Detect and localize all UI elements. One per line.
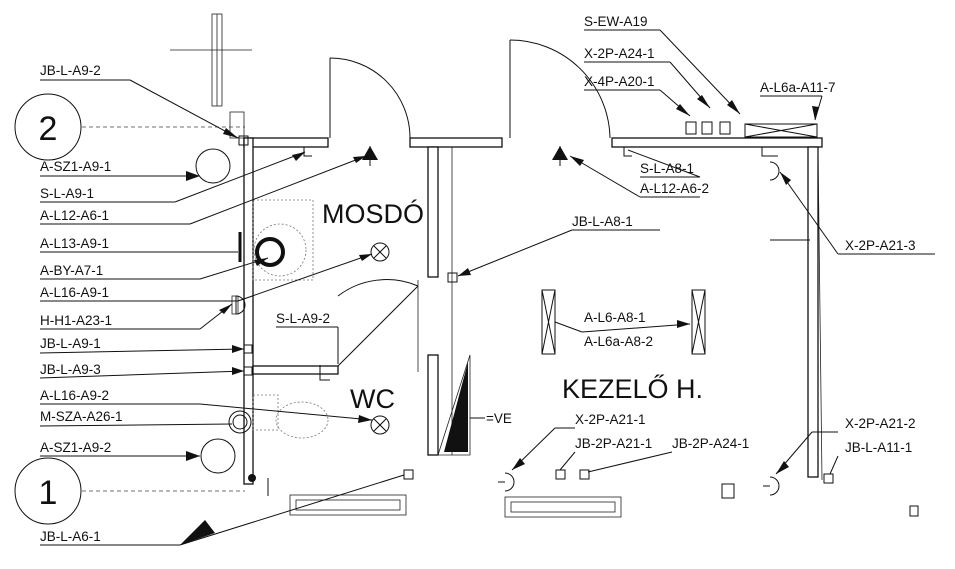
tag-jb-l-a9-3: JB-L-A9-3 — [40, 362, 101, 377]
tag-a-l6a-a11-7: A-L6a-A11-7 — [760, 80, 836, 95]
wall-light-mosdo — [362, 146, 378, 166]
walls — [243, 137, 823, 485]
ceiling-light-mosdo — [370, 242, 390, 262]
tag-jb-2p-a24-1: JB-2P-A24-1 — [672, 436, 749, 451]
tag-jb-l-a9-2: JB-L-A9-2 — [40, 63, 101, 78]
tag-s-l-a9-2: S-L-A9-2 — [276, 311, 330, 326]
luminaire-a6-2 — [691, 289, 706, 355]
emergency-marker — [248, 474, 269, 496]
tag-ve: =VE — [486, 411, 512, 426]
leader-arrows — [180, 95, 819, 545]
washbasin — [238, 199, 314, 281]
tag-jb-l-a8-1: JB-L-A8-1 — [572, 214, 633, 229]
axis-marker-1: 1 — [14, 457, 245, 525]
tag-a-l6-a8-1: A-L6-A8-1 — [584, 310, 646, 325]
tag-a-l12-a6-2: A-L12-A6-2 — [640, 181, 709, 196]
leader-lines — [39, 29, 935, 546]
tag-a-l16-a9-1: A-L16-A9-1 — [40, 285, 109, 300]
tag-a-l6a-a8-2: A-L6a-A8-2 — [584, 334, 653, 349]
axis-2-label: 2 — [39, 110, 58, 148]
junction-boxes — [238, 135, 919, 517]
room-name-mosdo: MOSDÓ — [322, 198, 424, 229]
door-entry — [437, 354, 471, 456]
tag-jb-l-a6-1: JB-L-A6-1 — [40, 529, 101, 544]
tag-x-2p-a21-3: X-2P-A21-3 — [845, 238, 916, 253]
tag-a-l16-a9-2: A-L16-A9-2 — [40, 388, 109, 403]
tag-jb-l-a11-1: JB-L-A11-1 — [845, 440, 912, 455]
ventilator-sza — [228, 410, 252, 434]
tag-s-ew-a19: S-EW-A19 — [584, 14, 648, 29]
outlet-sz1-1 — [195, 148, 231, 184]
tag-s-l-a9-1: S-L-A9-1 — [40, 186, 94, 201]
room-name-wc: WC — [350, 384, 395, 414]
tag-a-l13-a9-1: A-L13-A9-1 — [40, 236, 109, 251]
tag-jb-l-a9-1: JB-L-A9-1 — [40, 336, 101, 351]
tag-x-2p-a21-2: X-2P-A21-2 — [845, 416, 916, 431]
wall-light-kezelo — [552, 146, 568, 166]
door-wc — [337, 279, 419, 372]
axis-1-label: 1 — [39, 474, 58, 512]
radiator-mosdo — [289, 494, 407, 516]
tag-a-by-a7-1: A-BY-A7-1 — [40, 263, 103, 278]
tag-s-l-a8-1: S-L-A8-1 — [640, 161, 694, 176]
outlet-sz1-2 — [200, 438, 236, 474]
tag-x-2p-a24-1: X-2P-A24-1 — [584, 46, 655, 61]
toilet — [252, 394, 329, 439]
shaft-marker — [170, 13, 252, 139]
tag-a-sz1-a9-1: A-SZ1-A9-1 — [40, 159, 111, 174]
luminaire-a6-1 — [541, 289, 556, 355]
tag-labels: JB-L-A9-2 A-SZ1-A9-1 S-L-A9-1 A-L12-A6-1… — [40, 14, 916, 544]
tag-m-sza-a26-1: M-SZA-A26-1 — [40, 409, 123, 424]
radiator-kezelo — [504, 496, 622, 518]
door-mosdo — [329, 57, 411, 139]
switches — [303, 147, 778, 381]
luminaire-a11-7 — [744, 123, 818, 138]
ceiling-light-wc — [370, 415, 390, 435]
tag-h-h1-a23-1: H-H1-A23-1 — [40, 313, 112, 328]
tag-jb-2p-a21-1: JB-2P-A21-1 — [575, 436, 652, 451]
axis-marker-2: 2 — [14, 93, 245, 161]
tag-x-2p-a21-1: X-2P-A21-1 — [575, 412, 646, 427]
tag-a-sz1-a9-2: A-SZ1-A9-2 — [40, 440, 111, 455]
data-outlets-top — [685, 121, 731, 135]
tag-x-4p-a20-1: X-4P-A20-1 — [584, 74, 655, 89]
sockets-kezelo — [498, 161, 780, 496]
door-kezelo — [509, 39, 611, 139]
room-name-kezelo: KEZELŐ H. — [562, 373, 703, 404]
heater-h1 — [231, 295, 246, 315]
tag-a-l12-a6-1: A-L12-A6-1 — [40, 208, 109, 223]
